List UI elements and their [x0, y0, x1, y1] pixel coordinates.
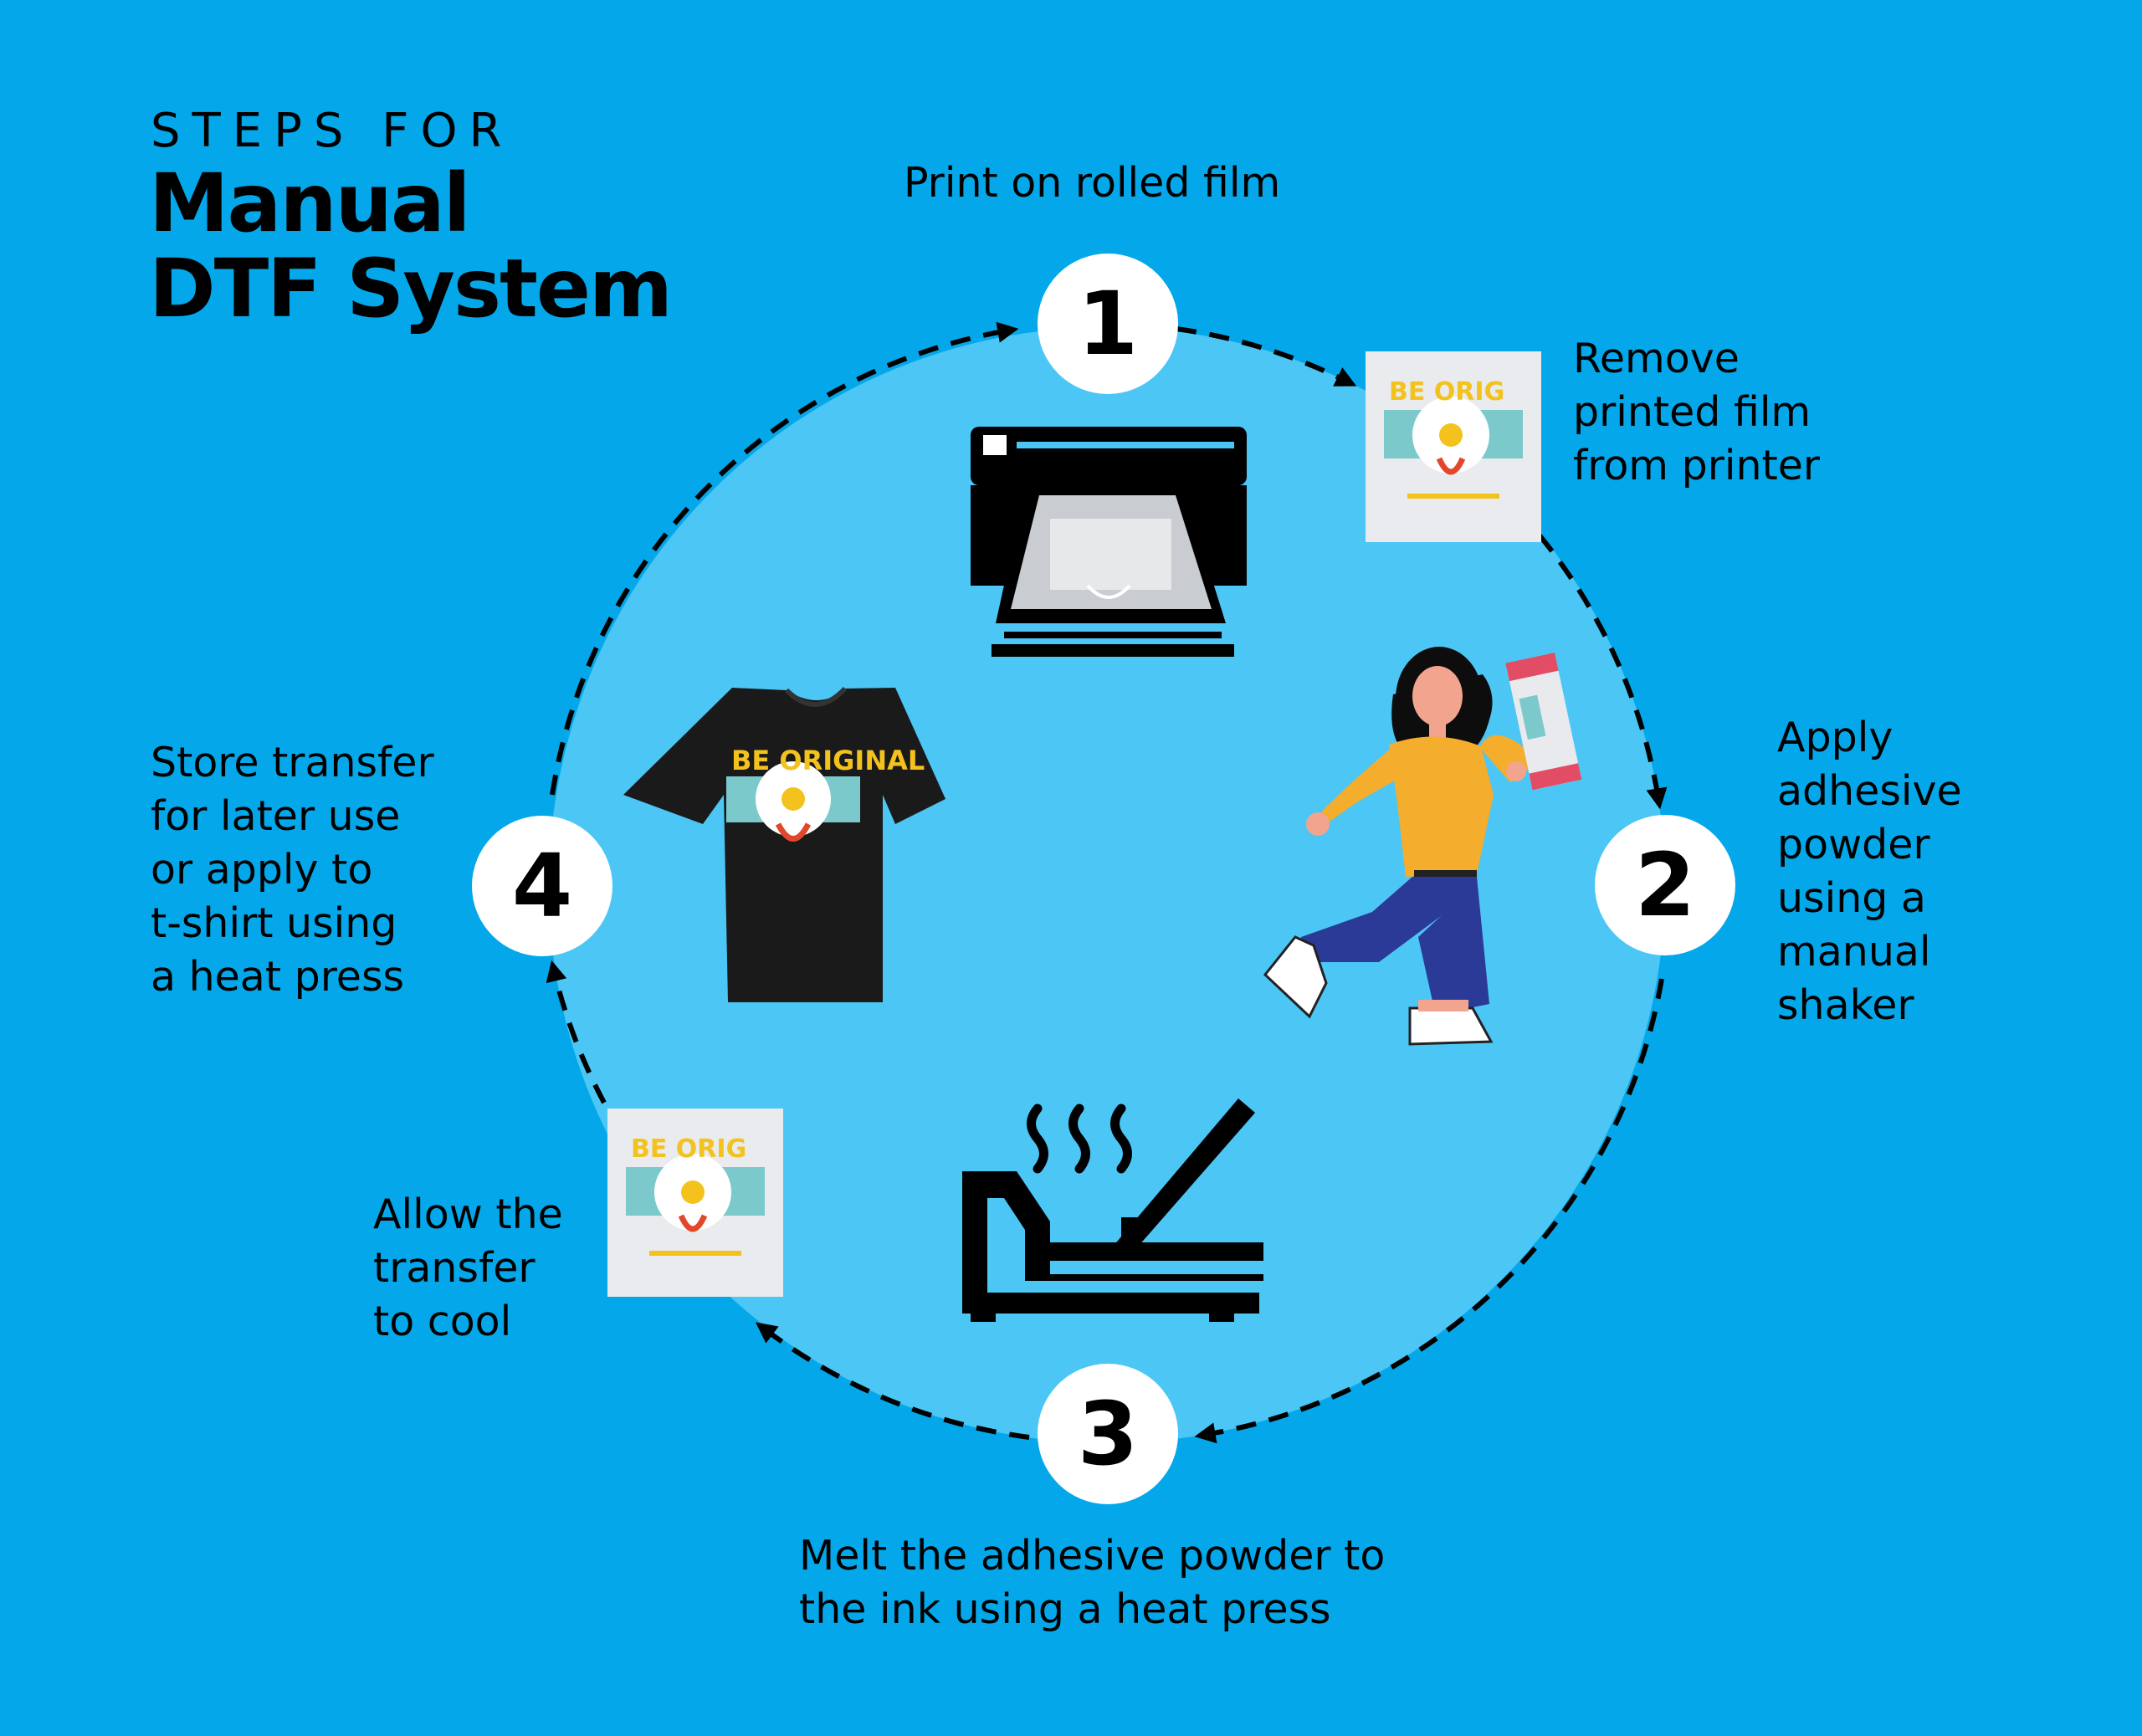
step-2-label: Apply adhesive powder using a manual sha…	[1777, 714, 1962, 1029]
transfer-film-card-bottom: BE ORIG	[607, 1109, 783, 1297]
step-4-badge: 4	[472, 816, 612, 956]
step-3-badge: 3	[1038, 1364, 1178, 1504]
printer-icon	[971, 427, 1247, 657]
header-subtitle: STEPS FOR	[151, 104, 514, 158]
step-1-label: Print on rolled film	[904, 159, 1281, 207]
step-2-number: 2	[1634, 834, 1696, 936]
step-3-number: 3	[1077, 1383, 1139, 1485]
tshirt-icon: BE ORIGINAL	[623, 686, 945, 1002]
remove-film-label: Remove printed film from printer	[1573, 335, 1821, 489]
step-1-number: 1	[1077, 273, 1139, 375]
svg-text:BE ORIG: BE ORIG	[631, 1134, 746, 1164]
transfer-film-card-top: BE ORIG	[1366, 351, 1541, 542]
arrow-4-to-1	[550, 321, 1019, 796]
woman-with-shaker-icon	[1263, 647, 1582, 1046]
cycle-circle	[549, 327, 1665, 1443]
arrow-1-to-remove	[1176, 326, 1357, 387]
svg-text:BE ORIGINAL: BE ORIGINAL	[731, 745, 925, 776]
transfer-film-icon: BE ORIG	[626, 1134, 765, 1256]
svg-text:BE ORIG: BE ORIG	[1389, 377, 1504, 407]
heat-press-icon	[962, 1098, 1263, 1322]
step-4-number: 4	[511, 835, 573, 937]
arrow-3-to-cool	[755, 1322, 1030, 1440]
step-4-label: Store transfer for later use or apply to…	[151, 739, 434, 1001]
header-title: Manual DTF System	[149, 156, 673, 335]
cool-label: Allow the transfer to cool	[373, 1191, 563, 1345]
arrow-cool-to-4	[546, 960, 607, 1104]
transfer-film-icon: BE ORIG	[1384, 377, 1523, 499]
step-3-label: Melt the adhesive powder to the ink usin…	[799, 1532, 1386, 1633]
arrow-2-to-3	[1194, 978, 1664, 1444]
step-2-badge: 2	[1595, 815, 1735, 955]
arrow-remove-to-2	[1537, 534, 1668, 810]
step-1-badge: 1	[1038, 253, 1178, 394]
